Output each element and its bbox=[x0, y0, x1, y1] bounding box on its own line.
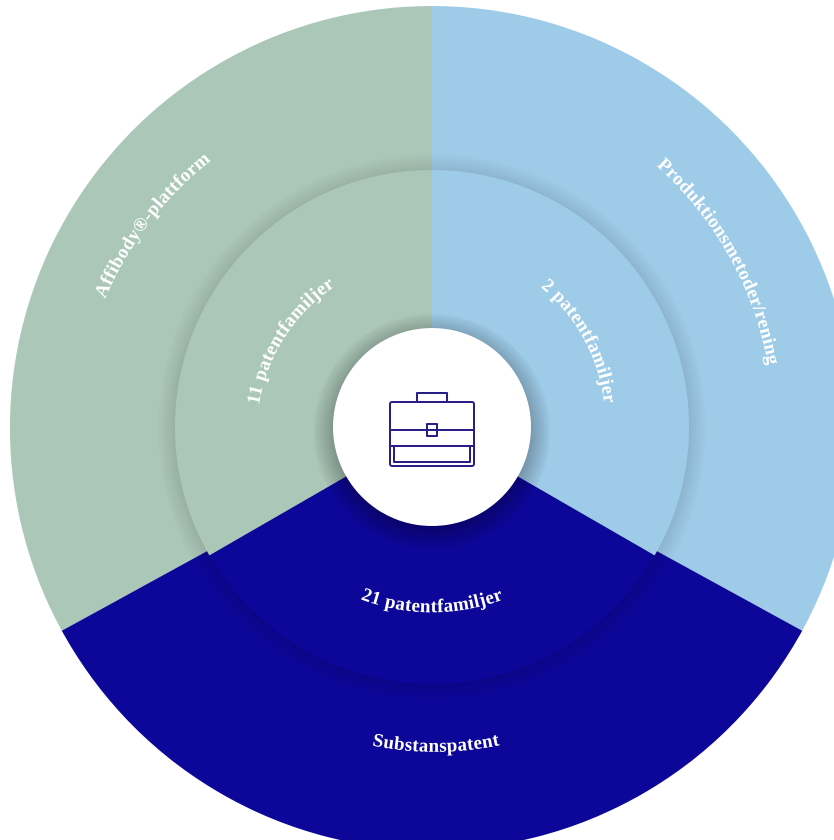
inner-segment-substance bbox=[209, 427, 655, 685]
inner-disc bbox=[174, 170, 690, 685]
briefcase-icon bbox=[389, 392, 475, 467]
center-circle bbox=[333, 328, 531, 526]
